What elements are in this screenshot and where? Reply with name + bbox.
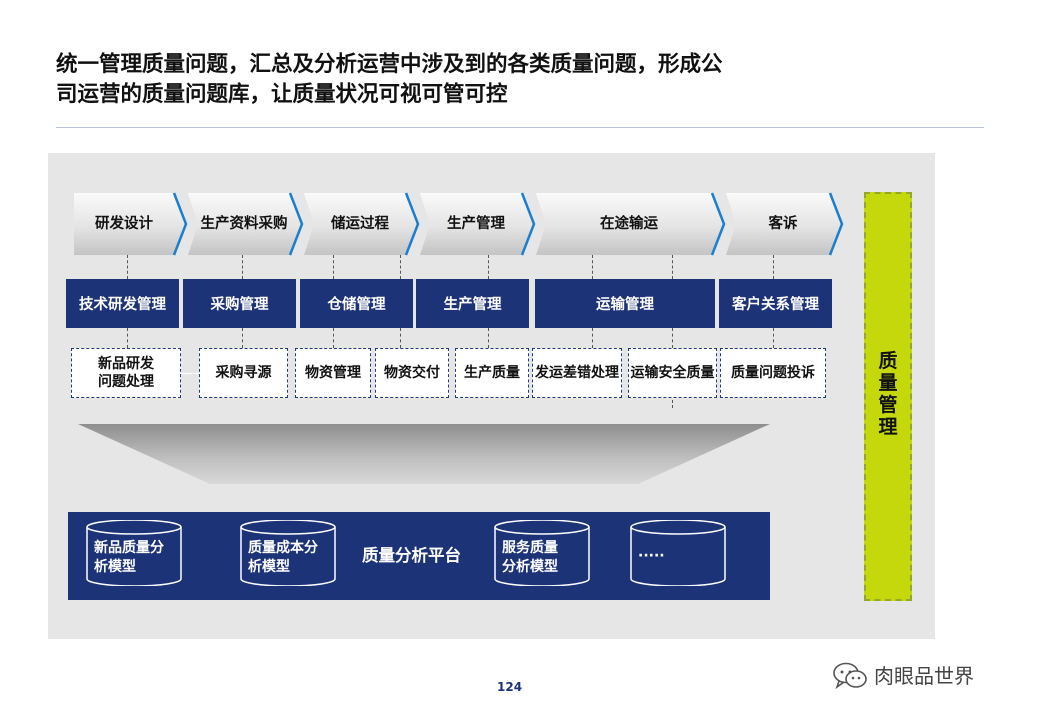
- link-line: [773, 255, 774, 279]
- process-warehouse: 仓储管理: [300, 279, 413, 328]
- model-service-quality: 服务质量分析模型: [494, 520, 590, 586]
- issue-shipping-errors: 发运差错处理: [532, 348, 622, 398]
- stage-label: 在途输运: [600, 216, 658, 232]
- chevron-shape: [74, 192, 188, 256]
- model-quality-cost: 质量成本分析模型: [240, 520, 336, 586]
- stage-label: 客诉: [768, 216, 798, 232]
- watermark-text: 肉眼品世界: [874, 664, 974, 688]
- process-transport: 运输管理: [535, 279, 715, 328]
- issue-material-mgmt: 物资管理: [295, 348, 371, 398]
- issue-new-product-rd: 新品研发 问题处理: [71, 348, 181, 398]
- side-char: 理: [878, 416, 898, 438]
- title-line-1: 统一管理质量问题，汇总及分析运营中涉及到的各类质量问题，形成公: [56, 52, 723, 77]
- link-line: [672, 328, 673, 348]
- link-line: [333, 255, 334, 279]
- process-crm: 客户关系管理: [719, 279, 832, 328]
- cylinder-shape: [630, 520, 726, 586]
- cylinder-shape: [494, 520, 590, 586]
- model-more: ·····: [630, 520, 726, 586]
- side-label: 质 量 管 理: [866, 350, 910, 438]
- title-divider: [56, 127, 984, 128]
- side-char: 量: [878, 372, 898, 394]
- title-line-2: 司运营的质量问题库，让质量状况可视可管可控: [56, 82, 508, 107]
- chevron-shape: [536, 192, 726, 256]
- wechat-icon: [833, 662, 867, 690]
- link-line: [488, 328, 489, 348]
- link-line: [242, 255, 243, 279]
- quality-management-bar: 质 量 管 理: [864, 192, 912, 601]
- model-new-product-quality: 新品质量分析模型: [86, 520, 182, 586]
- watermark: 肉眼品世界: [832, 660, 1012, 690]
- issue-material-delivery: 物资交付: [375, 348, 449, 398]
- model-label: ·····: [638, 547, 722, 566]
- stage-label: 生产管理: [447, 216, 505, 232]
- model-label-line: 质量成本分: [248, 540, 318, 556]
- cylinder-shape: [86, 520, 182, 586]
- stage-storage-transport: 储运过程: [304, 192, 420, 256]
- link-line: [127, 255, 128, 279]
- stage-in-transit: 在途输运: [536, 192, 726, 256]
- issue-sourcing: 采购寻源: [199, 348, 288, 398]
- link-line: [672, 400, 673, 408]
- funnel-arrow: [78, 424, 770, 484]
- model-label-line: 服务质量: [502, 540, 558, 556]
- link-line: [488, 255, 489, 279]
- model-label-line: 新品质量分: [94, 540, 164, 556]
- chevron-shape: [188, 192, 304, 256]
- process-production: 生产管理: [416, 279, 529, 328]
- page-number: 124: [497, 680, 523, 694]
- platform-label: 质量分析平台: [362, 546, 461, 565]
- model-label-line: 分析模型: [502, 559, 558, 575]
- issue-line: 新品研发: [98, 356, 154, 372]
- model-label: 新品质量分析模型: [94, 539, 178, 577]
- stage-complaints: 客诉: [726, 192, 844, 256]
- link-line: [592, 328, 593, 348]
- issue-line: 问题处理: [98, 374, 154, 390]
- link-line: [127, 328, 128, 348]
- side-char: 质: [878, 350, 898, 372]
- connector-line: [181, 373, 199, 374]
- model-label-line: 析模型: [248, 559, 290, 575]
- process-tech-rd: 技术研发管理: [66, 279, 179, 328]
- chevron-shape: [420, 192, 536, 256]
- link-line: [773, 328, 774, 348]
- issue-production-quality: 生产质量: [455, 348, 529, 398]
- stage-label: 生产资料采购: [200, 216, 288, 232]
- stage-label: 储运过程: [331, 216, 389, 232]
- chevron-shape: [726, 192, 844, 256]
- link-line: [592, 255, 593, 279]
- process-procurement: 采购管理: [183, 279, 296, 328]
- model-label: 服务质量分析模型: [502, 539, 586, 577]
- link-line: [400, 255, 401, 279]
- issue-transport-safety: 运输安全质量: [628, 348, 717, 398]
- stage-production: 生产管理: [420, 192, 536, 256]
- link-line: [400, 328, 401, 348]
- side-char: 管: [878, 394, 898, 416]
- chevron-shape: [304, 192, 420, 256]
- link-line: [333, 328, 334, 348]
- link-line: [242, 328, 243, 348]
- model-label: 质量成本分析模型: [248, 539, 332, 577]
- stage-label: 研发设计: [95, 216, 153, 232]
- link-line: [672, 255, 673, 279]
- stage-research-design: 研发设计: [74, 192, 188, 256]
- issue-complaints: 质量问题投诉: [720, 348, 826, 398]
- cylinder-shape: [240, 520, 336, 586]
- stage-procurement: 生产资料采购: [188, 192, 304, 256]
- model-label-line: ·····: [638, 548, 665, 564]
- page-title: 统一管理质量问题，汇总及分析运营中涉及到的各类质量问题，形成公 司运营的质量问题…: [56, 50, 876, 110]
- model-label-line: 析模型: [94, 559, 136, 575]
